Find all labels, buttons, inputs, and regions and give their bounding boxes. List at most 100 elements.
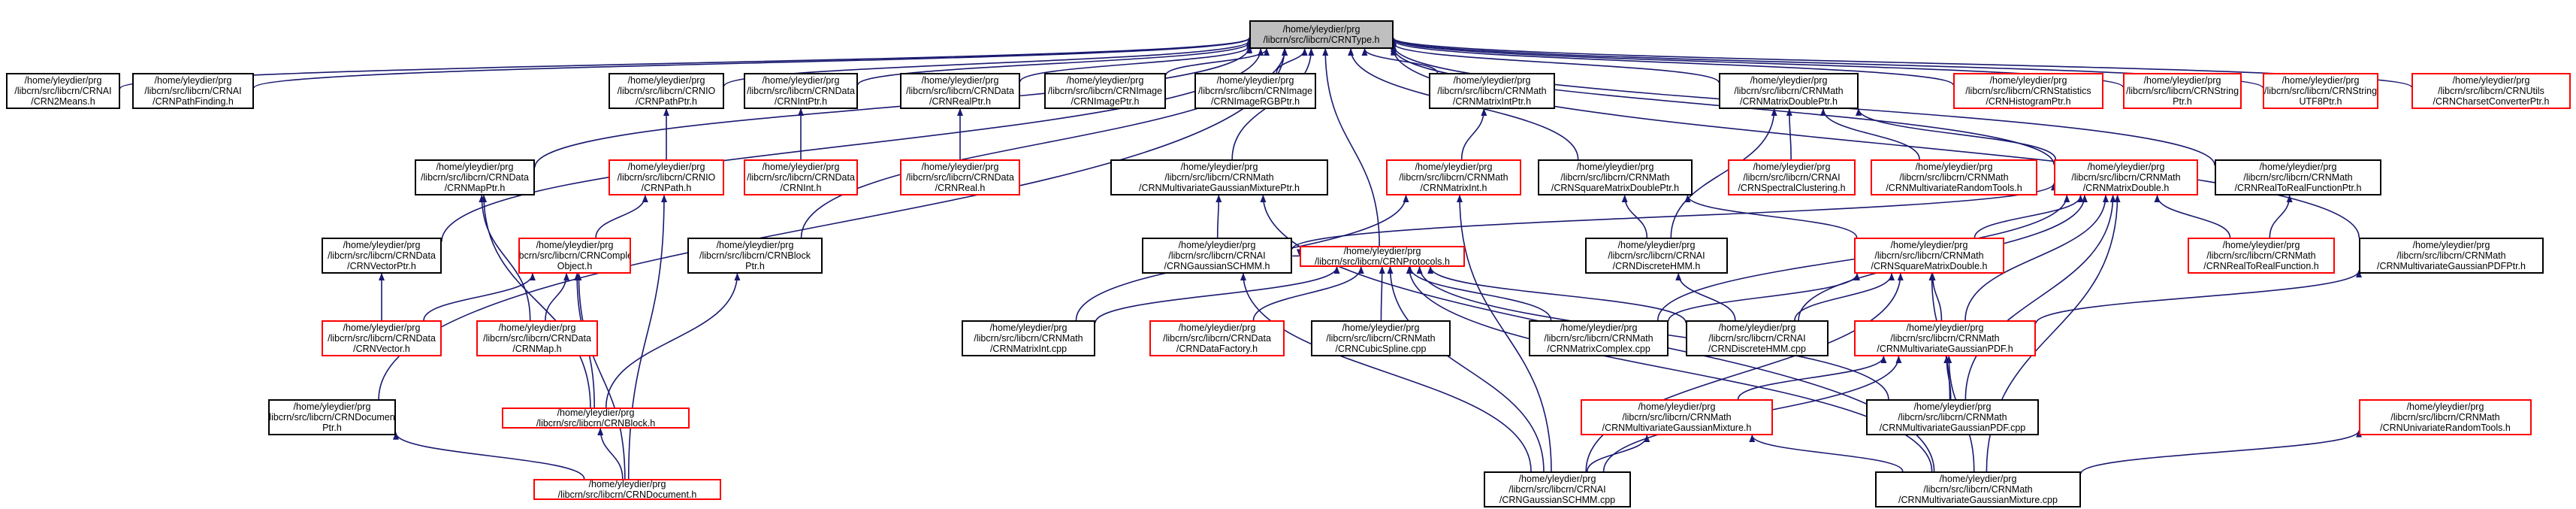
dependency-edge <box>1379 266 1385 321</box>
file-node[interactable]: /home/yleydier/prg/libcrn/src/libcrn/CRN… <box>2054 159 2198 195</box>
file-node-label: /home/yleydier/prg <box>498 323 576 333</box>
file-node-label: /home/yleydier/prg <box>1342 323 1420 333</box>
file-node[interactable]: /home/yleydier/prg/libcrn/src/libcrn/CRN… <box>1484 471 1631 507</box>
file-node[interactable]: /home/yleydier/prg/libcrn/src/libcrn/CRN… <box>1581 399 1773 435</box>
file-node[interactable]: /home/yleydier/prg/libcrn/src/libcrn/CRN… <box>1429 73 1555 109</box>
file-node-label: /libcrn/src/libcrn/CRNAI <box>144 86 242 96</box>
file-node-label: /home/yleydier/prg <box>1560 323 1638 333</box>
file-node-label: /home/yleydier/prg <box>1576 162 1654 172</box>
file-node[interactable]: /home/yleydier/prg/libcrn/src/libcrn/CRN… <box>2188 238 2335 274</box>
file-node-label: /home/yleydier/prg <box>762 75 840 86</box>
file-node-label: /home/yleydier/prg <box>1718 323 1796 333</box>
dependency-edge <box>605 273 741 408</box>
file-node-label: /libcrn/src/libcrn/CRNMath <box>1326 333 1436 344</box>
file-node[interactable]: /home/yleydier/prg/libcrn/src/libcrn/CRN… <box>1311 320 1451 356</box>
file-node-label: /home/yleydier/prg <box>1617 240 1696 250</box>
file-node-label: /CRNVector.h <box>353 344 410 354</box>
file-node-label: /libcrn/src/libcrn/CRNMath <box>974 333 1083 344</box>
file-node[interactable]: /home/yleydier/prg/libcrn/src/libcrn/CRN… <box>2263 73 2378 109</box>
file-node[interactable]: /home/yleydier/prg/libcrn/src/libcrn/CRN… <box>1149 320 1285 356</box>
file-node[interactable]: /home/yleydier/prg/libcrn/src/libcrn/CRN… <box>1866 399 2039 435</box>
file-node-label: /libcrn/src/libcrn/CRNData <box>328 333 436 344</box>
file-node[interactable]: /home/yleydier/prg/libcrn/src/libcrn/CRN… <box>1300 246 1465 267</box>
file-node[interactable]: /home/yleydier/prg/libcrn/src/libcrn/CRN… <box>476 320 598 356</box>
file-node[interactable]: /home/yleydier/prg/libcrn/src/libcrn/CRN… <box>1686 320 1829 356</box>
file-node[interactable]: /home/yleydier/prg/libcrn/src/libcrn/CRN… <box>609 159 724 195</box>
file-node[interactable]: /home/yleydier/prg/libcrn/src/libcrn/CRN… <box>322 320 442 356</box>
file-node-label: Ptr.h <box>322 423 342 433</box>
file-node[interactable]: /home/yleydier/prg/libcrn/src/libcrn/CRN… <box>502 408 690 429</box>
file-node-label: /CRNMatrixDoublePtr.h <box>1740 96 1838 107</box>
file-node[interactable]: /home/yleydier/prg/libcrn/src/libcrn/CRN… <box>687 238 823 274</box>
dependency-edge <box>2154 195 2231 238</box>
file-node-label: /libcrn/src/libcrn/CRNDocument.h <box>557 489 697 500</box>
file-node-label: /home/yleydier/prg <box>1180 162 1258 172</box>
file-node[interactable]: /home/yleydier/prg/libcrn/src/libcrn/CRN… <box>6 73 120 109</box>
file-node-label: /home/yleydier/prg <box>921 75 999 86</box>
file-node[interactable]: /home/yleydier/prg/libcrn/src/libcrn/CRN… <box>322 238 442 274</box>
file-node[interactable]: /home/yleydier/prg/libcrn/src/libcrn/CRN… <box>1142 238 1292 274</box>
file-node-label: /CRNMultivariateGaussianPDFPtr.h <box>2377 261 2526 271</box>
file-node[interactable]: /home/yleydier/prg/libcrn/src/libcrn/CRN… <box>1110 159 1328 195</box>
file-node[interactable]: /home/yleydier/prg/libcrn/src/libcrn/CRN… <box>1194 73 1316 109</box>
file-node-label: /CRNImagePtr.h <box>1071 96 1140 107</box>
file-node-label: /home/yleydier/prg <box>762 162 840 172</box>
file-node[interactable]: /home/yleydier/prg/libcrn/src/libcrn/CRN… <box>1728 159 1856 195</box>
file-node-label: /CRNGaussianSCHMM.cpp <box>1499 495 1616 505</box>
file-node-label: /libcrn/src/libcrn/CRNMath <box>2390 412 2500 423</box>
file-node-label: /home/yleydier/prg <box>2259 162 2337 172</box>
file-node-label: /libcrn/src/libcrn/CRNIO <box>617 86 716 96</box>
file-node[interactable]: /home/yleydier/prg/libcrn/src/libcrn/CRN… <box>1538 159 1693 195</box>
file-node[interactable]: /home/yleydier/prg/libcrn/src/libcrn/CRN… <box>1854 320 2036 356</box>
file-node[interactable]: /home/yleydier/prg/libcrn/src/libcrn/CRN… <box>1719 73 1859 109</box>
file-node-label: /libcrn/src/libcrn/CRNMath <box>1399 172 1508 183</box>
dependency-edge <box>1391 39 1954 86</box>
file-node[interactable]: /home/yleydier/prg/libcrn/src/libcrn/CRN… <box>533 479 721 500</box>
dependency-edge <box>1749 435 1904 472</box>
file-node-label: /libcrn/src/libcrn/CRNMath <box>1874 250 1984 261</box>
file-node-label: Ptr.h <box>2173 96 2192 107</box>
file-node[interactable]: /home/yleydier/prg/libcrn/src/libcrn/CRN… <box>900 159 1020 195</box>
file-node-label: /CRNRealPtr.h <box>929 96 991 107</box>
file-node[interactable]: /home/yleydier/prg/libcrn/src/libcrn/CRN… <box>2359 399 2532 435</box>
dependency-edge <box>1387 266 1545 472</box>
file-node[interactable]: /home/yleydier/prg/libcrn/src/libcrn/CRN… <box>415 159 535 195</box>
file-node-label: /CRNCubicSpline.cpp <box>1335 344 1427 354</box>
root-file-node[interactable]: /home/yleydier/prg/libcrn/src/libcrn/CRN… <box>1249 20 1394 49</box>
file-node-label: /libcrn/src/libcrn/CRNImage <box>1197 86 1313 96</box>
file-node-label: /libcrn/src/libcrn/CRNData <box>483 333 591 344</box>
file-node[interactable]: /home/yleydier/prg/libcrn/src/libcrn/CRN… <box>1953 73 2103 109</box>
file-node-label: /home/yleydier/prg <box>1518 474 1596 484</box>
dependency-edge <box>2035 270 2362 324</box>
file-node[interactable]: /home/yleydier/prg/libcrn/src/libcrn/CRN… <box>1585 238 1728 274</box>
file-node-label: /libcrn/src/libcrn/CRNData <box>906 86 1014 96</box>
file-node[interactable]: /home/yleydier/prg/libcrn/src/libcrn/CRN… <box>2215 159 2381 195</box>
file-node-label: /home/yleydier/prg <box>1939 474 2017 484</box>
file-node[interactable]: /home/yleydier/prg/libcrn/src/libcrn/CRN… <box>744 73 858 109</box>
file-node[interactable]: /home/yleydier/prg/libcrn/src/libcrn/CRN… <box>1875 471 2081 507</box>
dependency-edge <box>1856 108 2057 160</box>
file-node[interactable]: /home/yleydier/prg/libcrn/src/libcrn/CRN… <box>518 238 631 274</box>
file-node[interactable]: /home/yleydier/prg/libcrn/src/libcrn/CRN… <box>1529 320 1669 356</box>
file-node[interactable]: /home/yleydier/prg/libcrn/src/libcrn/CRN… <box>2411 73 2571 109</box>
file-node-label: /home/yleydier/prg <box>1906 323 1984 333</box>
file-node[interactable]: /home/yleydier/prg/libcrn/src/libcrn/CRN… <box>900 73 1020 109</box>
file-node-label: /CRNMatrixIntPtr.h <box>1452 96 1532 107</box>
file-node-label: /home/yleydier/prg <box>343 240 421 250</box>
file-node[interactable]: /home/yleydier/prg/libcrn/src/libcrn/CRN… <box>744 159 858 195</box>
dependency-edge <box>1456 195 1552 472</box>
file-node-label: /libcrn/src/libcrn/CRNData <box>1163 333 1271 344</box>
file-node[interactable]: /home/yleydier/prg/libcrn/src/libcrn/CRN… <box>609 73 724 109</box>
file-node[interactable]: /home/yleydier/prg/libcrn/src/libcrn/CRN… <box>1871 159 2037 195</box>
file-node[interactable]: /home/yleydier/prg/libcrn/src/libcrn/CRN… <box>1854 238 2004 274</box>
dependency-edge <box>1291 183 2057 250</box>
dependency-edge <box>575 273 626 480</box>
file-node[interactable]: /home/yleydier/prg/libcrn/src/libcrn/CRN… <box>2359 238 2544 274</box>
file-node[interactable]: /home/yleydier/prg/libcrn/src/libcrn/CRN… <box>1044 73 1166 109</box>
file-node[interactable]: /home/yleydier/prg/libcrn/src/libcrn/CRN… <box>268 399 396 435</box>
file-node[interactable]: /home/yleydier/prg/libcrn/src/libcrn/CRN… <box>132 73 254 109</box>
file-node[interactable]: /home/yleydier/prg/libcrn/src/libcrn/CRN… <box>962 320 1095 356</box>
file-node-label: /libcrn/src/libcrn/CRNMath <box>1560 172 1670 183</box>
file-node[interactable]: /home/yleydier/prg/libcrn/src/libcrn/CRN… <box>1386 159 1521 195</box>
file-node[interactable]: /home/yleydier/prg/libcrn/src/libcrn/CRN… <box>2123 73 2242 109</box>
